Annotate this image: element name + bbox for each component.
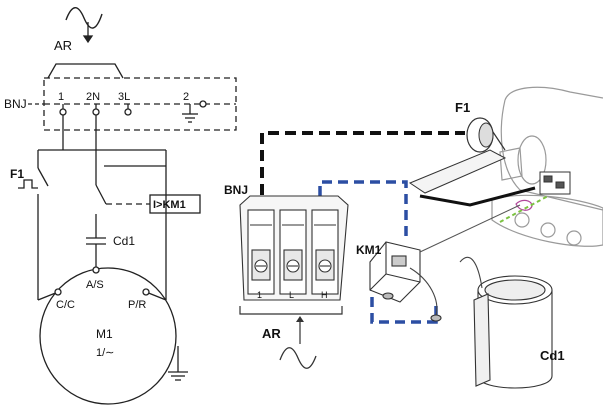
pr-label: P/R [128, 299, 146, 311]
relay-label: I>KM1 [153, 199, 186, 211]
bnj-connector [239, 195, 349, 301]
cd1-label: Cd1 [540, 348, 565, 363]
blue-dashed-wire-top [318, 180, 408, 238]
terminal-3l-label: 3L [118, 91, 130, 103]
illustration [239, 86, 603, 389]
motor-label: M1 [96, 327, 113, 341]
f1-protector [466, 117, 506, 153]
ar-illustration-label: AR [262, 326, 281, 341]
arrow-down-icon [82, 35, 94, 44]
terminal-2-label: 2 [183, 91, 189, 103]
relay-cable [419, 204, 521, 253]
ac-sine-icon-right [279, 347, 317, 369]
plug-magenta [515, 199, 533, 211]
terminal-1-illustration: 1 [257, 290, 262, 300]
cc-label: C/C [56, 299, 75, 311]
compressor [491, 86, 603, 247]
km1-relay [369, 241, 442, 322]
motor-circle [39, 267, 177, 405]
schematic [18, 7, 237, 405]
f1-label: F1 [10, 167, 24, 181]
flat-cable [408, 149, 507, 194]
as-label: A/S [86, 279, 104, 291]
terminal-h-illustration: H [321, 290, 328, 300]
terminal-l-illustration: L [289, 290, 294, 300]
terminal-2n-label: 2N [86, 91, 100, 103]
green-wire [499, 195, 549, 223]
f1-illustration-label: F1 [455, 100, 470, 115]
bnj-illustration-label: BNJ [224, 183, 248, 197]
phase-label: 1/∼ [96, 347, 114, 359]
capacitor-cd1 [459, 256, 553, 389]
ar-label: AR [54, 38, 72, 53]
bnj-label: BNJ [4, 97, 27, 111]
black-wire-bottom [419, 186, 536, 207]
terminal-1-label: 1 [58, 91, 64, 103]
ac-sine-icon [65, 7, 103, 29]
arrow-up-icon [296, 316, 304, 322]
black-dashed-wire [260, 131, 465, 212]
compressor-terminals [539, 171, 571, 195]
km1-label: KM1 [356, 243, 382, 257]
ar-bracket [239, 306, 343, 315]
relay-box [149, 194, 201, 214]
capacitor-label: Cd1 [113, 234, 135, 248]
